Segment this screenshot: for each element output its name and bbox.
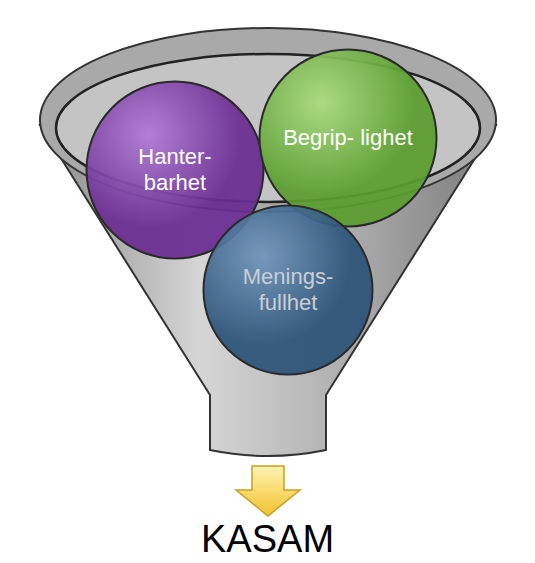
result-arrow [236,466,300,516]
circle-text-group: Begrip- lighet [283,125,413,151]
result-label: KASAM [201,518,334,561]
concept-label: Menings- fullhet [226,264,350,317]
circle-text-group: Menings- fullhet [226,264,350,317]
circle-outline [260,50,437,227]
circle-text-group: Hanter- barhet [110,144,240,197]
concept-label: Begrip- lighet [283,125,413,151]
concept-circle: Menings- fullhet [202,204,374,376]
concept-label: Hanter- barhet [110,144,240,197]
circle-outline [204,206,373,375]
concept-circle: Begrip- lighet [258,48,438,228]
